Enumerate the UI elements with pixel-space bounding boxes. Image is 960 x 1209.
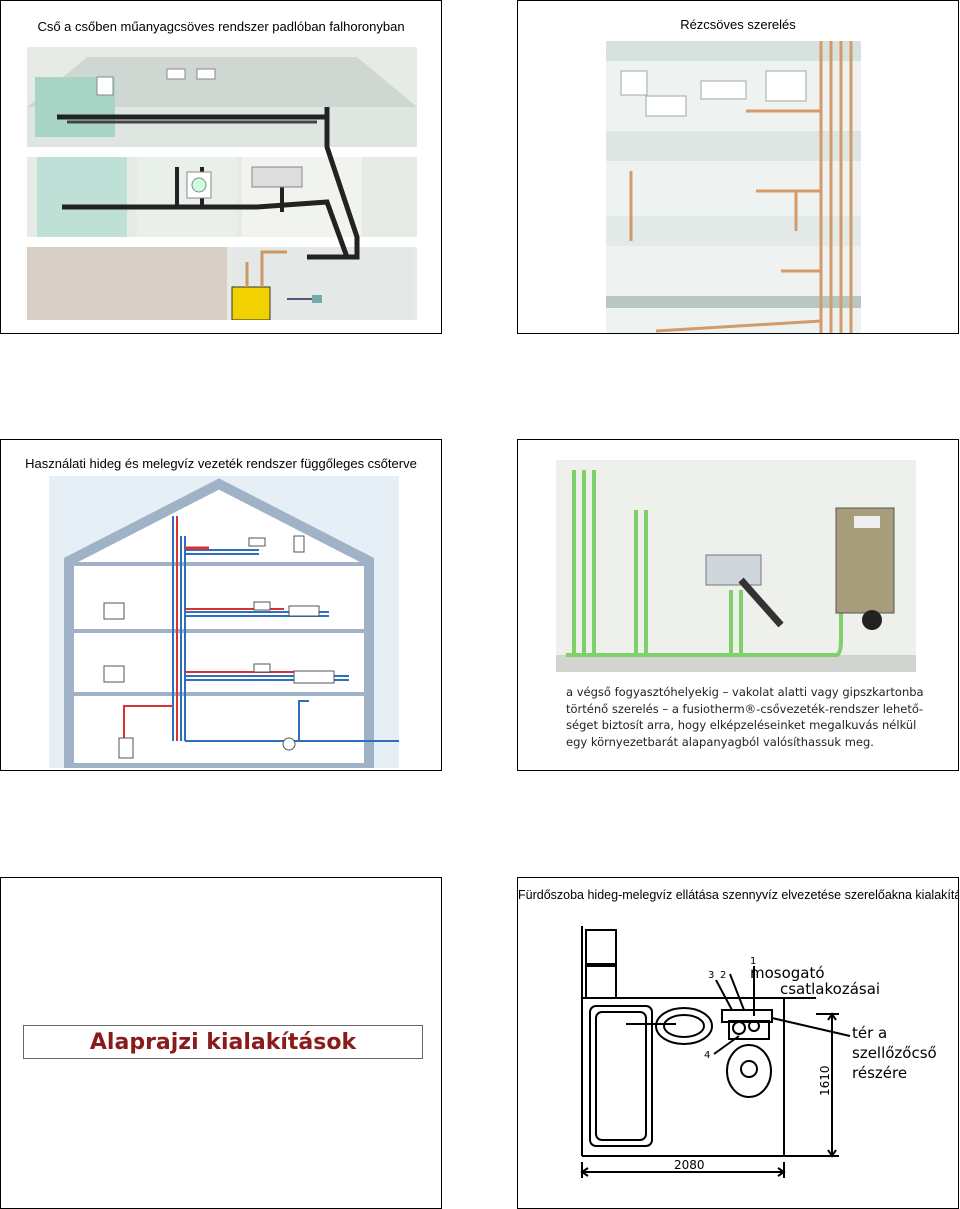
caption-line: a végső fogyasztóhelyekig – vakolat alat… bbox=[566, 685, 924, 699]
label-connections: csatlakozásai bbox=[780, 980, 880, 998]
slide-6: Fürdőszoba hideg-melegvíz ellátása szenn… bbox=[517, 877, 959, 1209]
label-num-3: 3 bbox=[708, 970, 714, 981]
section-title: Alaprajzi kialakítások bbox=[89, 1029, 357, 1055]
caption-line: séget biztosít arra, hogy elképzeléseink… bbox=[566, 718, 917, 733]
vertical-water-riser-diagram bbox=[49, 476, 399, 768]
green-pipe-wall-photo bbox=[556, 460, 916, 672]
dim-height: 1610 bbox=[818, 1065, 832, 1096]
copper-pipe-illustration bbox=[606, 41, 861, 333]
label-space: tér a bbox=[852, 1024, 887, 1042]
slide-3: Használati hideg és melegvíz vezeték ren… bbox=[0, 439, 442, 771]
label-sink: mosogató bbox=[750, 964, 825, 982]
caption-line: történő szerelés – a fusiotherm®-csőveze… bbox=[566, 701, 924, 716]
label-for: részére bbox=[852, 1064, 907, 1082]
label-num-4: 4 bbox=[704, 1050, 710, 1061]
dim-width: 2080 bbox=[674, 1158, 705, 1172]
label-vent-pipe: szellőzőcső bbox=[852, 1044, 937, 1062]
slide-title: Cső a csőben műanyagcsöves rendszer padl… bbox=[37, 19, 405, 34]
bathroom-floor-plan: 3 2 1 4 mosogató csatlakozásai tér a sze… bbox=[554, 926, 954, 1208]
slide-2: Rézcsöves szerelés bbox=[517, 0, 959, 334]
slide-5: Alaprajzi kialakítások bbox=[0, 877, 442, 1209]
slide-title: Használati hideg és melegvíz vezeték ren… bbox=[25, 456, 417, 471]
slide-title: Fürdőszoba hideg-melegvíz ellátása szenn… bbox=[518, 888, 959, 902]
slide-1: Cső a csőben műanyagcsöves rendszer padl… bbox=[0, 0, 442, 334]
slide-4: a végső fogyasztóhelyekig – vakolat alat… bbox=[517, 439, 959, 771]
label-num-2: 2 bbox=[720, 970, 726, 981]
underfloor-pipe-illustration bbox=[27, 47, 417, 320]
section-title-box: Alaprajzi kialakítások bbox=[23, 1025, 423, 1059]
product-caption: a végső fogyasztóhelyekig – vakolat alat… bbox=[566, 684, 946, 751]
caption-line: egy környezetbarát alapanyagból valósíth… bbox=[566, 735, 874, 750]
label-num-1: 1 bbox=[750, 956, 756, 967]
slide-title: Rézcsöves szerelés bbox=[680, 17, 796, 32]
